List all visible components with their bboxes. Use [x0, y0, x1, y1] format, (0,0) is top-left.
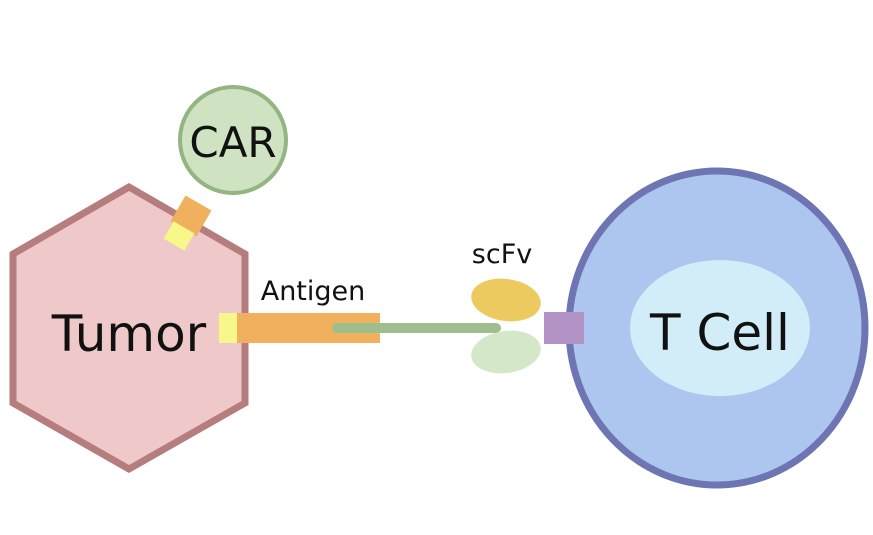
scfv-bottom-domain — [471, 330, 541, 374]
t-cell-label: T Cell — [649, 304, 790, 362]
t-cell-nucleus — [630, 260, 810, 396]
antigen-label: Antigen — [261, 276, 366, 307]
tumor-label: Tumor — [51, 305, 207, 363]
antigen-tip — [219, 313, 237, 343]
car-connector-tip — [163, 221, 195, 251]
car-label: CAR — [189, 118, 276, 167]
tumor-cell — [9, 182, 249, 474]
t-cell-anchor — [544, 312, 584, 344]
scfv-label: scFv — [472, 239, 532, 270]
scfv-top-domain — [471, 278, 541, 322]
car-circle — [178, 85, 288, 195]
